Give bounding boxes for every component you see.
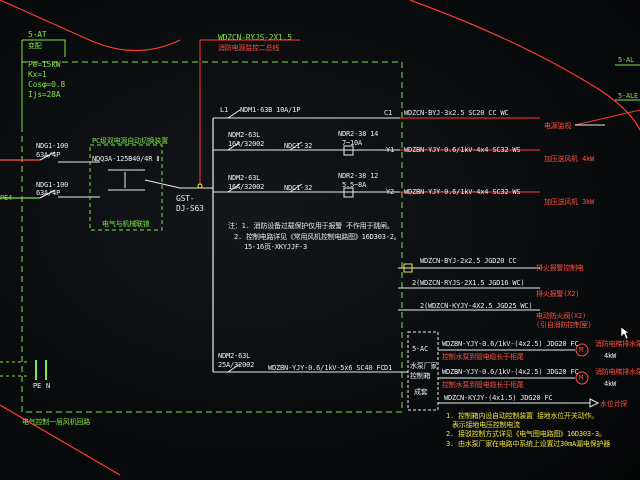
box-line-2: 控制箱 <box>410 372 431 380</box>
y2-load: 加压送风机 3kW <box>544 198 595 206</box>
pump-1-motor-icon: M <box>579 346 584 354</box>
right-row-3-load: 电动防火阀(X2) <box>536 312 587 320</box>
edge-label-top-right: 5-AL <box>618 56 635 64</box>
y1-relay: NDR2-38 14 <box>338 130 379 138</box>
footer-title: 电气控制一层风机回路 <box>22 418 90 426</box>
pump-2-name: 消防电梯排水泵 <box>595 368 640 376</box>
pump-2-cable: WDZBN-YJY-0.6/1kV-(4x2.5) JDG20 FC <box>442 368 579 376</box>
ats-model: NDQ3A-125B40/4R Ⅱ <box>92 155 160 163</box>
c1-breaker: NDM1-63B 10A/1P <box>240 106 301 114</box>
y1-rating: 16A/32002 <box>228 140 265 148</box>
gst-line2: DJ-S63 <box>176 204 204 213</box>
pump-2-motor-icon: M <box>579 374 584 382</box>
mouse-cursor-icon <box>620 326 630 340</box>
pe-label: PE <box>33 382 42 390</box>
right-row-1-load: 排火报警控制电 <box>536 264 584 272</box>
pe4-label: PE4 <box>0 194 13 202</box>
switch-2-model: NDG1-100 <box>36 181 69 189</box>
panel-id: 5-AT <box>28 30 47 39</box>
y2-relay-range: 5.5~8A <box>342 181 367 189</box>
note-line-2: 2. 控制电路详见《常用风机控制电路图》16D303-2。 <box>234 233 401 241</box>
y1-relay-range: 7~10A <box>342 139 363 147</box>
c1-id: C1 <box>384 109 393 117</box>
y2-id: Y2 <box>386 188 395 196</box>
feeder-top-cable: WDZCN-RYJS-2X1.5 <box>218 33 292 42</box>
box-id: 5-AC <box>412 345 429 353</box>
y2-cable: WDZBN-YJY-0.6/1kV-4x4 SC32 WS <box>404 188 521 196</box>
box-line-1: 水泵厂家 <box>410 362 438 370</box>
switch-2-rating: 63A/4P <box>36 189 61 197</box>
box-line-3: 成套 <box>414 388 428 396</box>
y1-cable: WDZBN-YJY-0.6/1kV-4x4 SC32 WS <box>404 146 521 154</box>
ats-caption: PC级双电源自动切换装置 <box>92 137 169 145</box>
pump-1-note: 控制水泵到管电缆长于柜尾 <box>442 353 524 361</box>
bottom-id: D1 <box>384 364 393 372</box>
bottom-cable: WDZBN-YJY-0.6/1kV-5x6 SC40 FC <box>268 364 385 372</box>
right-row-2-cable: 2(WDZCN-RYJS-2X1.5 JGD16 WC) <box>412 279 525 287</box>
panel-param-pe: Pe=15kW <box>28 60 61 69</box>
bottom-note-3: 3. 由水泵厂家在电路中系统上设置过30mA漏电保护器 <box>446 440 611 448</box>
panel-subtitle: 变配 <box>28 42 42 50</box>
y2-contactor: NDC1-32 <box>284 184 313 192</box>
note-line-1: 注：1. 消防设备过载保护仅用于报警 不作用于跳闸。 <box>228 222 394 230</box>
c1-phase: L1 <box>220 106 229 114</box>
y1-id: Y1 <box>386 146 395 154</box>
bottom-row-load: 水位计探 <box>600 400 628 408</box>
y2-breaker: NDM2-63L <box>228 174 261 182</box>
switch-1-model: NDG1-100 <box>36 142 69 150</box>
panel-param-ijs: Ijs=28A <box>28 90 61 99</box>
pump-1-power: 4kW <box>604 352 617 360</box>
right-row-1-cable: WDZCN-BYJ-2x2.5 JGD20 CC <box>420 257 517 265</box>
panel-param-kx: Kx=1 <box>28 70 47 79</box>
pump-1-name: 消防电梯排水泵 <box>595 340 640 348</box>
right-row-3-load2: (引自消防控制室) <box>536 321 592 329</box>
bottom-note-1b: 表示接地电压控制电流 <box>452 421 520 429</box>
right-row-3-cable: 2(WDZCN-KYJY-4X2.5 JGD25 WC) <box>420 302 533 310</box>
y2-rating: 16A/32002 <box>228 183 265 191</box>
y2-relay: NDR2-38 12 <box>338 172 379 180</box>
c1-cable: WDZCN-BYJ-3x2.5 SC20 CC WC <box>404 109 509 117</box>
gst-line1: GST- <box>176 194 195 203</box>
y1-breaker: NDM2-63L <box>228 131 261 139</box>
bottom-rating: 25A/32002 <box>218 361 255 369</box>
pump-2-note: 控制水泵到管电缆长于柜尾 <box>442 381 524 389</box>
bottom-note-1: 1. 控制箱内设自动控制装置 接地水位开关动作。 <box>446 412 599 420</box>
pump-1-cable: WDZBN-YJY-0.6/1kV-(4x2.5) JDG20 FC <box>442 340 579 348</box>
ats-note: 电气与机械联锁 <box>102 220 150 228</box>
y1-load: 加压送风机 4kW <box>544 155 595 163</box>
y1-contactor: NDC1-32 <box>284 142 313 150</box>
edge-label-right: 5-ALE <box>618 92 639 100</box>
pump-2-power: 4kW <box>604 380 617 388</box>
note-line-3: 15-16页-XKYJJF-3 <box>244 243 308 251</box>
bottom-row-cable: WDZCN-KYJY-(4x1.5) JDG20 FC <box>444 394 553 402</box>
n-label: N <box>46 382 51 390</box>
bottom-note-2: 2. 接驳控制方式详见《电气图电路图》16D303-3。 <box>446 430 606 438</box>
bottom-breaker: NDM2-63L <box>218 352 251 360</box>
c1-load: 电源监视 <box>544 122 572 130</box>
panel-param-cos: Cosφ=0.8 <box>28 80 65 89</box>
right-row-2-load: 排火报警(X2) <box>536 290 580 298</box>
feeder-top-note: 消防电源监控二总线 <box>218 44 280 52</box>
switch-1-rating: 63A/4P <box>36 151 61 159</box>
